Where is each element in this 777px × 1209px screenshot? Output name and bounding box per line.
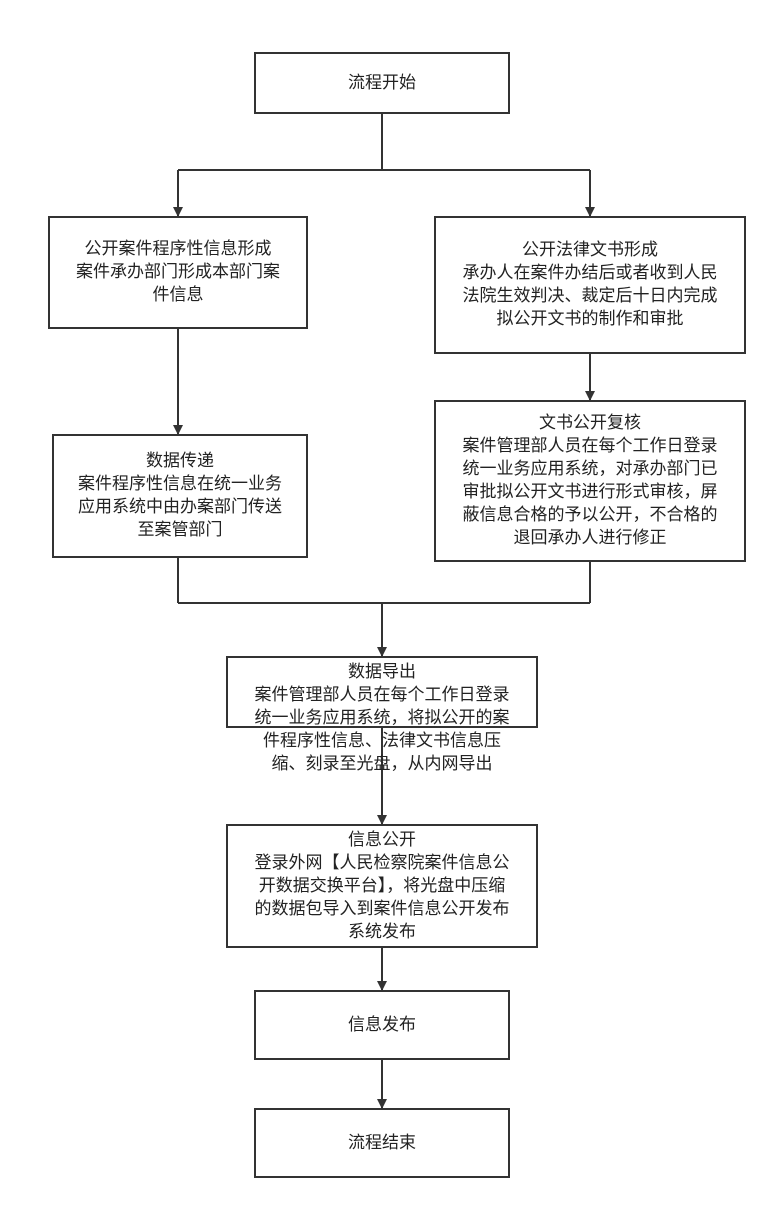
node-text-line: 流程开始 [348,72,416,93]
node-text-line: 法院生效判决、裁定后十日内完成 [462,286,718,306]
node-title: 公开案件程序性信息形成 [84,239,272,259]
node-text-line: 系统发布 [348,921,416,942]
node-text-line: 至案管部门 [137,520,223,540]
node-text-line: 案件管理部人员在每个工作日登录 [462,436,718,456]
node-case-info: 公开案件程序性信息形成案件承办部门形成本部门案件信息 [48,216,308,329]
node-text-line: 件信息 [152,285,204,305]
node-title: 信息公开 [348,829,416,850]
node-text-line: 开数据交换平台】，将光盘中压缩 [258,875,506,896]
node-text-line: 登录外网【人民检察院案件信息公 [254,852,510,873]
node-title: 数据传递 [146,451,214,471]
node-text-line: 案件承办部门形成本部门案 [76,262,280,282]
node-text-line: 审批拟公开文书进行形式审核，屏 [462,482,718,502]
node-title: 数据导出 [348,662,416,682]
node-text-line: 案件管理部人员在每个工作日登录 [254,685,510,705]
node-text-line: 案件程序性信息在统一业务 [78,474,282,494]
node-start: 流程开始 [254,52,510,114]
node-text-line: 统一业务应用系统，对承办部门已 [462,459,718,479]
node-text-line: 件程序性信息、法律文书信息压 [263,731,501,751]
node-text-line: 流程结束 [348,1132,416,1153]
node-text-line: 统一业务应用系统，将拟公开的案 [254,708,510,728]
node-data-export: 数据导出案件管理部人员在每个工作日登录统一业务应用系统，将拟公开的案件程序性信息… [226,656,538,774]
node-title: 文书公开复核 [539,413,641,433]
node-text-line: 蔽信息合格的予以公开，不合格的 [462,505,718,525]
node-doc-review: 文书公开复核案件管理部人员在每个工作日登录统一业务应用系统，对承办部门已审批拟公… [434,400,746,562]
node-info-public: 信息公开登录外网【人民检察院案件信息公开数据交换平台】，将光盘中压缩的数据包导入… [226,824,538,948]
node-end: 流程结束 [254,1108,510,1178]
node-text-line: 拟公开文书的制作和审批 [496,309,684,329]
node-info-release: 信息发布 [254,990,510,1060]
node-data-transfer: 数据传递案件程序性信息在统一业务应用系统中由办案部门传送至案管部门 [52,434,308,558]
node-text-line: 应用系统中由办案部门传送 [78,497,282,517]
node-title: 公开法律文书形成 [522,240,658,260]
node-text-line: 缩、刻录至光盘，从内网导出 [271,754,493,774]
node-text-line: 信息发布 [348,1014,416,1035]
node-legal-doc: 公开法律文书形成承办人在案件办结后或者收到人民法院生效判决、裁定后十日内完成拟公… [434,216,746,354]
node-text-line: 承办人在案件办结后或者收到人民 [462,263,718,283]
node-text-line: 的数据包导入到案件信息公开发布 [254,898,510,919]
node-text-line: 退回承办人进行修正 [513,528,667,548]
